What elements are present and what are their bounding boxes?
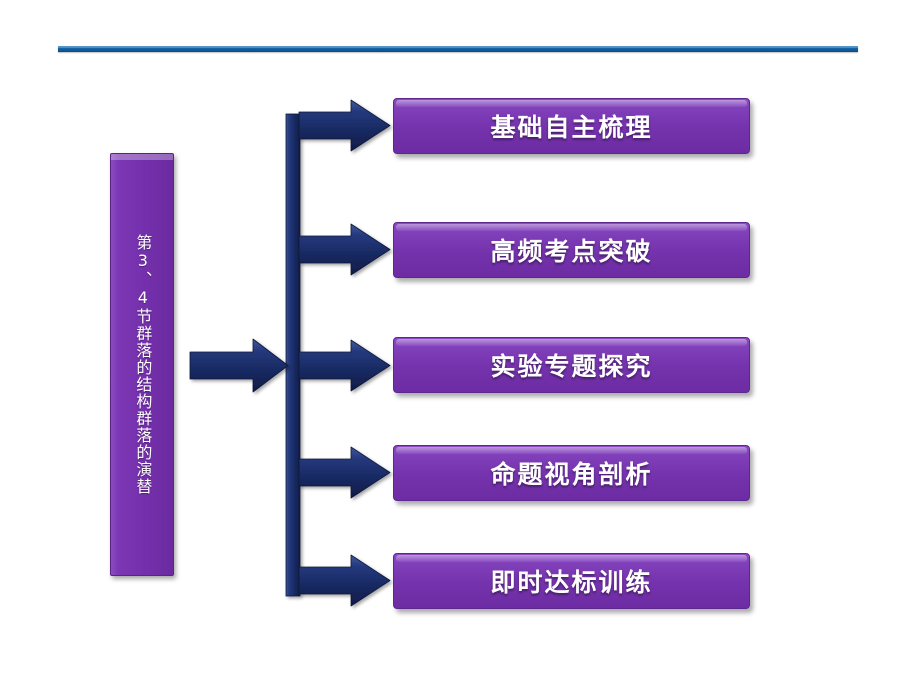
top-accent-rule [58,46,858,52]
section-node-label: 基础自主梳理 [490,113,653,142]
section-node-label: 实验专题探究 [490,352,653,381]
chapter-title-text: 第3、4节群落的结构群落的演替 [133,234,153,495]
section-node-label: 即时达标训练 [490,568,653,597]
main-arrow [189,338,289,393]
section-node-label: 高频考点突破 [490,237,653,266]
branch-arrow-1 [298,99,391,152]
section-node-3[interactable]: 实验专题探究 [393,337,750,393]
section-node-1[interactable]: 基础自主梳理 [393,98,750,154]
section-node-label: 命题视角剖析 [490,460,653,489]
branch-arrow-5 [298,554,391,607]
section-node-5[interactable]: 即时达标训练 [393,553,750,609]
branch-arrow-2 [298,223,391,276]
section-node-4[interactable]: 命题视角剖析 [393,445,750,501]
section-node-2[interactable]: 高频考点突破 [393,222,750,278]
branch-arrow-4 [298,446,391,499]
vertical-trunk [285,113,301,597]
branch-arrow-3 [298,339,391,392]
chapter-title-block[interactable]: 第3、4节群落的结构群落的演替 [110,153,174,576]
